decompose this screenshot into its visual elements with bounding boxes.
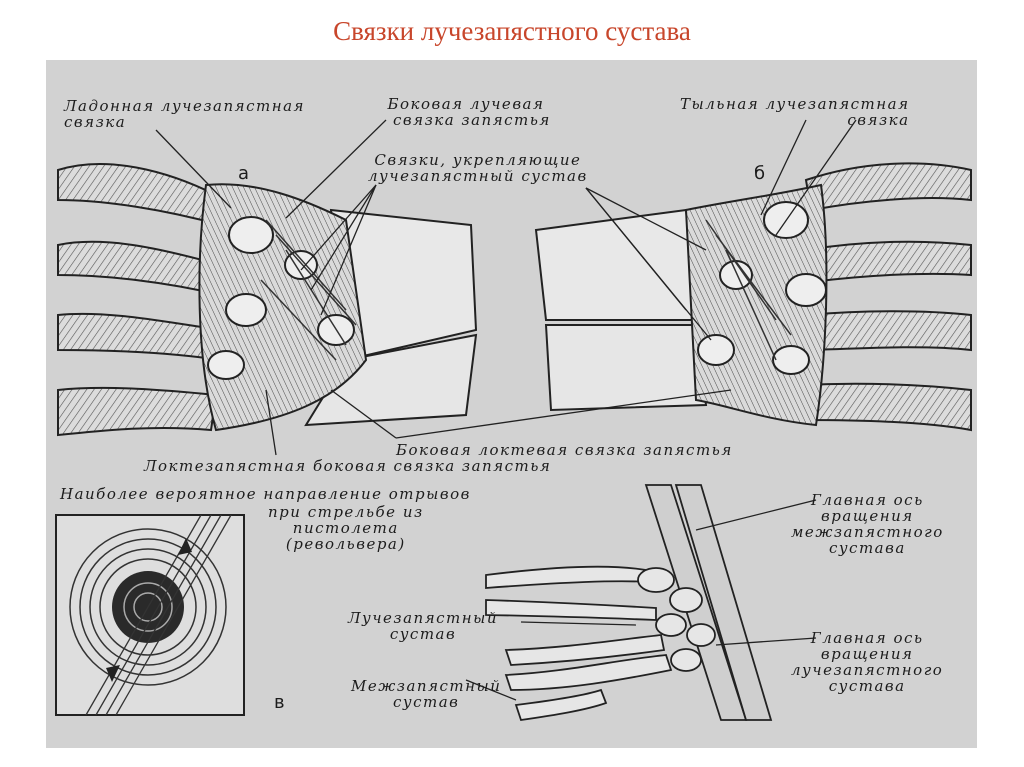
- slide-title: Связки лучезапястного сустава: [333, 16, 691, 46]
- label-line: вращения: [821, 507, 914, 525]
- leader-lines: [155, 119, 857, 456]
- label-line: Главная ось: [810, 491, 924, 509]
- label-line: при стрельбе из: [268, 503, 424, 521]
- label-palmar-radiocarpal: Ладонная лучезапястная связка: [64, 98, 305, 130]
- forearm-bars: [644, 484, 773, 721]
- label-line: лучезапястный сустав: [368, 167, 588, 185]
- anatomy-drawing: [55, 119, 972, 721]
- label-shooting-note: при стрельбе из пистолета (револьвера): [268, 504, 424, 552]
- label-line: Лучезапястный: [348, 609, 499, 627]
- label-line: сустава: [828, 539, 906, 557]
- label-line: связка запястья: [393, 111, 551, 129]
- label-line: связка: [64, 113, 127, 131]
- label-line: связка: [847, 111, 910, 129]
- label-line: межзапястного: [791, 523, 944, 541]
- label-line: Межзапястный: [351, 677, 502, 695]
- panel-letter-b: б: [754, 163, 766, 184]
- label-line: Боковая лучевая: [387, 95, 545, 113]
- panel-letter-v: в: [274, 692, 285, 713]
- label-midcarpal-joint: Межзапястный сустав: [351, 678, 501, 710]
- label-line: пистолета: [292, 519, 399, 537]
- label-line: вращения: [820, 645, 914, 663]
- label-reinforcing-ligaments: Связки, укрепляющие лучезапястный сустав: [368, 152, 588, 184]
- hand-skeleton: [485, 484, 773, 721]
- label-dorsal-radiocarpal: Тыльная лучезапястная связка: [680, 96, 910, 128]
- label-radial-collateral: Боковая лучевая связка запястья: [381, 96, 551, 128]
- label-ulnar-collateral: Боковая локтевая связка запястья: [396, 441, 733, 459]
- target-diagram: [55, 514, 245, 716]
- label-line: Ладонная лучезапястная: [64, 97, 305, 115]
- label-line: Тыльная лучезапястная: [680, 95, 910, 113]
- label-ulnocarpal-collateral: Локтезапястная боковая связка запястья: [144, 457, 552, 475]
- panel-letter-a: а: [238, 163, 250, 184]
- anatomy-figure: а б в Ладонная лучезапястная связка Боко…: [46, 60, 977, 748]
- label-line: Связки, укрепляющие: [374, 151, 582, 169]
- label-fracture-direction: Наиболее вероятное направление отрывов: [60, 486, 471, 502]
- label-midcarpal-axis: Главная ось вращения межзапястного суста…: [791, 492, 944, 556]
- label-radiocarpal-axis: Главная ось вращения лучезапястного суст…: [791, 630, 943, 694]
- label-line: сустава: [828, 677, 906, 695]
- label-line: Главная ось: [810, 629, 924, 647]
- label-radiocarpal-joint: Лучезапястный сустав: [348, 610, 498, 642]
- label-line: (револьвера): [285, 535, 406, 553]
- wrist-dorsal-view: [534, 162, 972, 432]
- label-line: сустав: [389, 625, 457, 643]
- label-line: сустав: [392, 693, 460, 711]
- label-line: Наиболее вероятное направление отрывов: [60, 485, 471, 503]
- axis-leader-lines: [465, 499, 817, 701]
- wrist-palmar-view: [57, 163, 478, 437]
- label-line: лучезапястного: [791, 661, 944, 679]
